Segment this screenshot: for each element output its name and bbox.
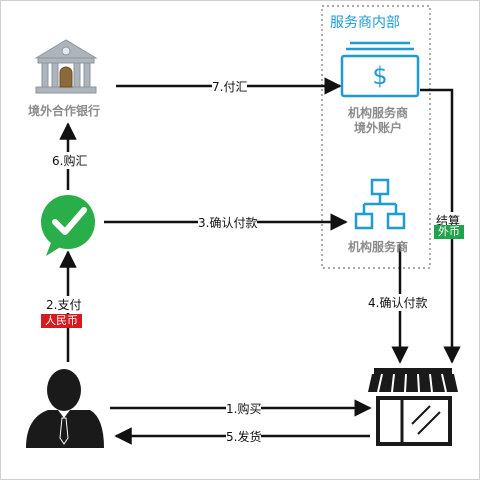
provider-label: 机构服务商 <box>348 240 409 254</box>
provider-account-label-line1: 机构服务商 <box>348 106 409 120</box>
svg-text:$: $ <box>372 62 387 90</box>
edge-label-pay: 2.支付 <box>46 296 82 313</box>
provider-account-icon: $ <box>340 41 420 98</box>
provider-account-label-line2: 境外账户 <box>354 121 403 135</box>
store-icon <box>368 368 458 446</box>
group-boundary <box>321 5 431 269</box>
overseas-bank-label: 境外合作银行 <box>28 104 101 118</box>
edge-label-ship: 5.发货 <box>226 428 262 445</box>
edge-label-remit: 7.付汇 <box>212 78 248 95</box>
arrow-settle <box>420 88 461 364</box>
edge-label-buy: 1.购买 <box>226 400 262 417</box>
edge-label-confirm-to-provider: 3.确认付款 <box>198 214 258 231</box>
edge-label-settle: 结算 <box>436 212 461 229</box>
group-title: 服务商内部 <box>330 15 400 31</box>
bank-icon <box>34 39 98 94</box>
currency-tag-fx: 外币 <box>434 225 464 239</box>
edge-label-purchase-fx: 6.购汇 <box>52 152 88 169</box>
currency-tag-rmb: 人民币 <box>41 314 82 328</box>
edge-label-confirm-to-store: 4.确认付款 <box>368 294 428 311</box>
wechat-pay-icon <box>41 195 95 256</box>
provider-org-icon <box>354 178 406 230</box>
buyer-person-icon <box>26 369 104 448</box>
